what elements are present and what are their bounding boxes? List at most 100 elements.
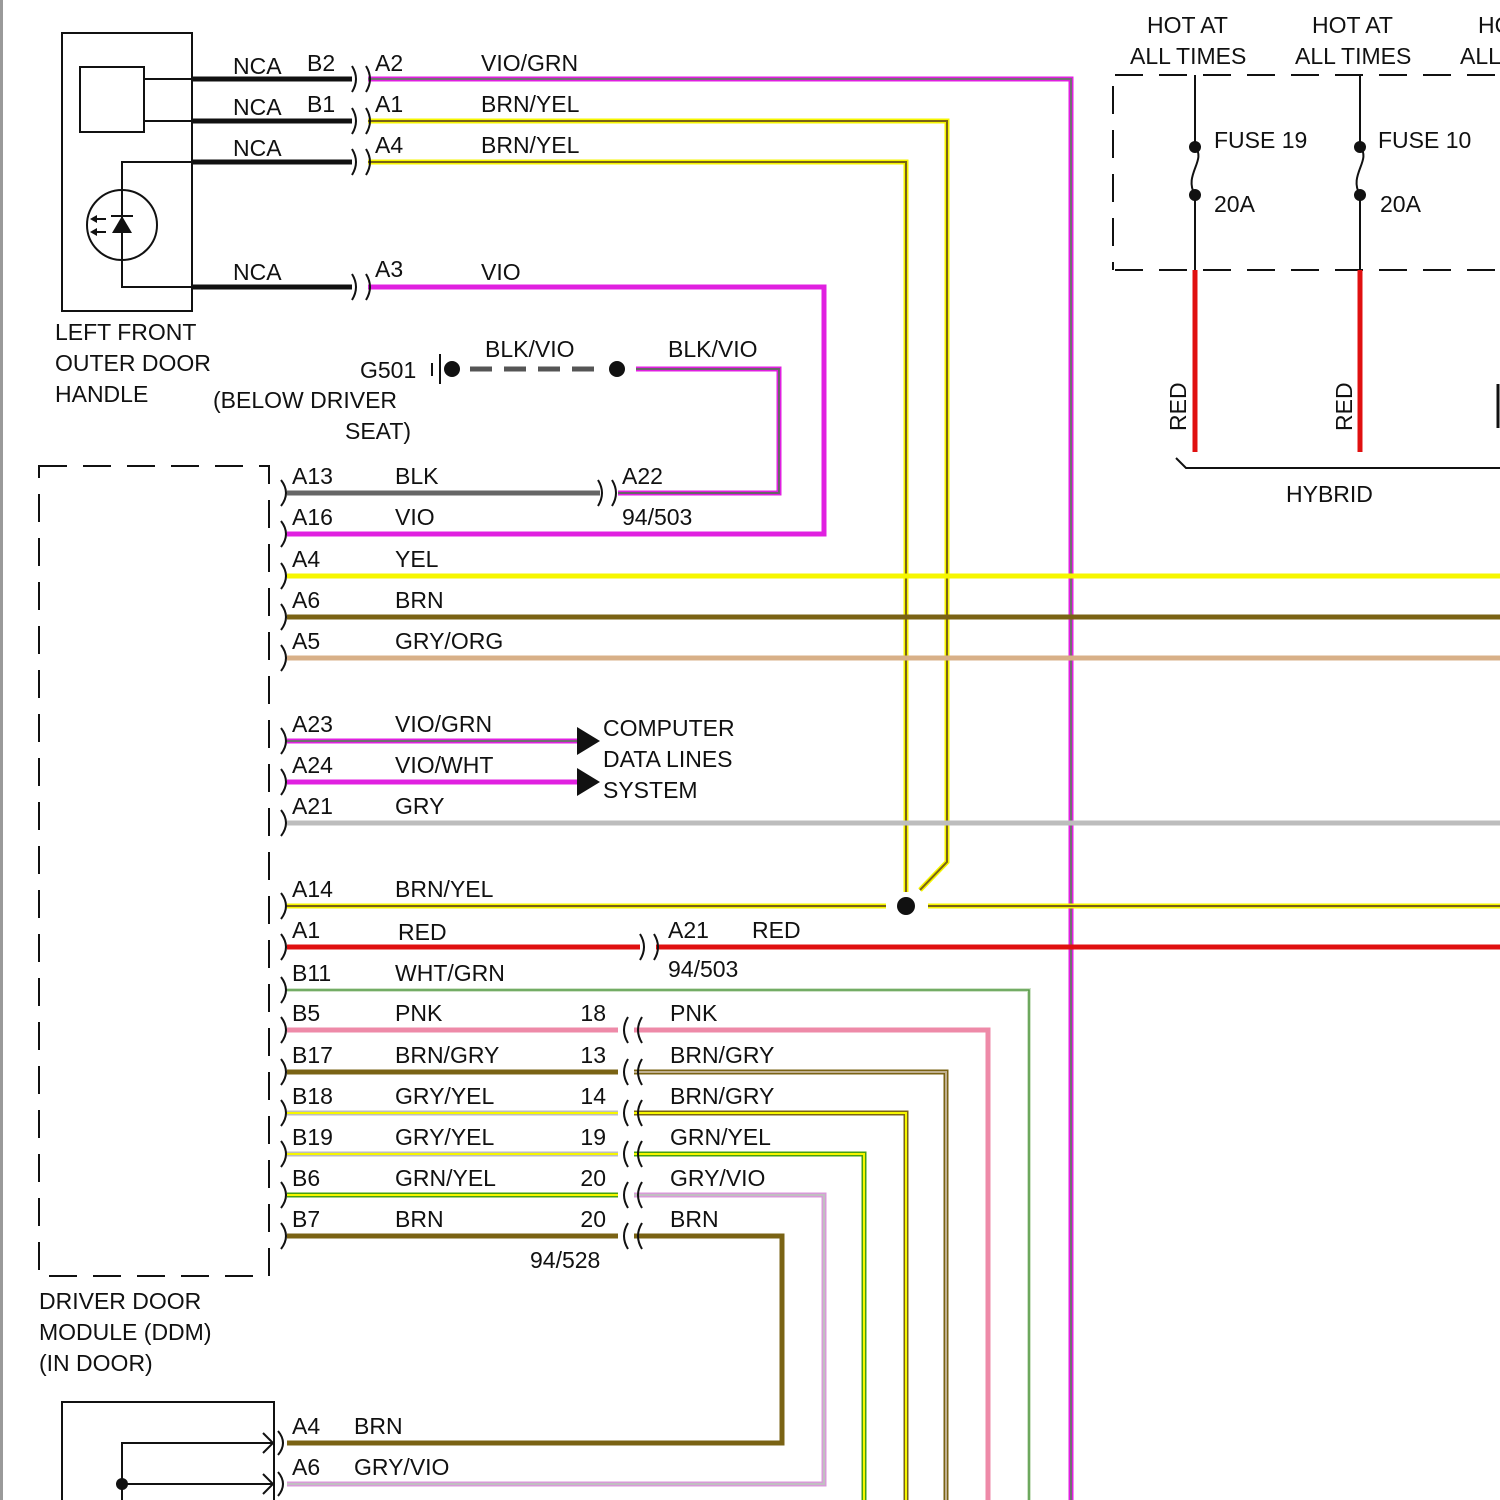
ddm-pin-color: GRY/ORG <box>395 628 503 654</box>
switch-element <box>80 67 144 132</box>
connector-pin-a21: A21 <box>668 917 709 943</box>
ground-wire-label: BLK/VIO <box>485 336 574 362</box>
ddm-pin-id: B11 <box>292 960 331 986</box>
ddm-pin-id: A1 <box>292 917 320 943</box>
ddm-pin-id: B5 <box>292 1000 320 1026</box>
ddm-pin-row: B5 PNK <box>281 1000 443 1043</box>
connector-wire-color: BRN/GRY <box>670 1083 774 1109</box>
ddm-pin-color: VIO/WHT <box>395 752 493 778</box>
wire-vio-grn <box>368 79 1071 1500</box>
door-handle-box <box>62 33 192 311</box>
feed-label: HOT AT <box>1147 12 1228 38</box>
data-lines-destination: COMPUTER DATA LINES SYSTEM <box>577 715 735 803</box>
ddm-pin-id: A14 <box>292 876 333 902</box>
data-lines-label-2: DATA LINES <box>603 746 733 772</box>
fuse-box: HOT AT ALL TIMES FUSE 19 20A RED HOT AT … <box>1113 12 1500 507</box>
feed-label: HOT AT <box>1312 12 1393 38</box>
arrow-icon <box>577 768 600 796</box>
connector-terminal-icon <box>281 810 286 836</box>
wire-color-label: VIO/GRN <box>481 50 578 76</box>
connector-terminal-icon <box>352 66 370 92</box>
ground-id: G501 <box>360 357 416 383</box>
connector-id-94-503-lower: 94/503 <box>668 956 738 982</box>
ground-icon <box>432 354 460 384</box>
connector-pin-id: 14 <box>580 1083 606 1109</box>
connector-terminal-icon <box>281 769 286 795</box>
ddm-pin-row: B6GRN/YEL <box>281 1165 496 1208</box>
nca-label: NCA <box>233 259 282 285</box>
connector-id-94-503: 94/503 <box>622 504 692 530</box>
pin-label: A2 <box>375 50 403 76</box>
ddm-outline <box>39 466 269 1276</box>
fuse-rating: 20A <box>1214 191 1256 217</box>
connector-wire-color: GRY/VIO <box>670 1165 765 1191</box>
nca-label: NCA <box>233 135 282 161</box>
connector-terminal-icon <box>352 274 370 300</box>
connector-pin-id: 20 <box>580 1206 606 1232</box>
ddm-pin-color: BRN/YEL <box>395 876 494 902</box>
connector-terminal-icon <box>281 1223 286 1249</box>
ddm-pin-color: BLK <box>395 463 439 489</box>
ddm-pin-color: VIO/GRN <box>395 711 492 737</box>
connector-terminal-icon <box>352 149 370 175</box>
ddm-pin-id: B19 <box>292 1124 333 1150</box>
connector-wire-color: PNK <box>670 1000 718 1026</box>
wire-color-label: BRN/YEL <box>481 91 580 117</box>
ddm-pin-id: A24 <box>292 752 333 778</box>
connector-terminal-icon <box>281 1100 286 1126</box>
fuse-19: HOT AT ALL TIMES FUSE 19 20A RED <box>1130 12 1307 452</box>
ddm-pin-row: A21GRY <box>281 793 444 836</box>
connector-terminal-icon <box>281 893 286 919</box>
connector-terminal-icon <box>598 480 616 506</box>
ddm-pin-color: WHT/GRN <box>395 960 505 986</box>
wire-color-label: RED <box>1165 382 1191 431</box>
connector-wire-color: BRN/GRY <box>670 1042 774 1068</box>
connector-terminal-icon <box>281 1182 286 1208</box>
data-lines-label-1: COMPUTER <box>603 715 735 741</box>
ddm-pin-row: A13BLK <box>281 463 439 506</box>
pin-label: A4 <box>292 1413 320 1439</box>
feed-label: ALL <box>1460 43 1500 69</box>
connector-terminal-icon <box>640 934 658 960</box>
pin-label: A3 <box>375 256 403 282</box>
splice-dot <box>609 361 625 377</box>
ddm-pin-id: B18 <box>292 1083 333 1109</box>
feed-label: ALL TIMES <box>1130 43 1246 69</box>
nca-label: NCA <box>233 94 282 120</box>
connector-terminal-icon <box>281 480 286 506</box>
connector-pin-id: 19 <box>580 1124 606 1150</box>
wire-color-label: RED <box>1331 382 1357 431</box>
fuse-icon <box>1357 147 1364 195</box>
ddm-pin-id: A4 <box>292 546 320 572</box>
door-handle-title-2: OUTER DOOR <box>55 350 211 376</box>
connector-terminal-icon <box>281 934 286 960</box>
connector-terminal-icon <box>281 645 286 671</box>
pin-label: A6 <box>292 1454 320 1480</box>
ddm-component: DRIVER DOOR MODULE (DDM) (IN DOOR) A13BL… <box>39 463 505 1376</box>
arrow-icon <box>577 727 600 755</box>
connector-wire-color: BRN <box>670 1206 719 1232</box>
ddm-title-3: (IN DOOR) <box>39 1350 153 1376</box>
ddm-pin-color: BRN/GRY <box>395 1042 499 1068</box>
connector-terminal-icon <box>281 604 286 630</box>
ddm-pin-color: PNK <box>395 1000 443 1026</box>
feed-label: HO <box>1478 12 1500 38</box>
ddm-pin-row: A14 BRN/YEL <box>281 876 494 919</box>
ddm-pin-id: B6 <box>292 1165 320 1191</box>
ddm-title-1: DRIVER DOOR <box>39 1288 201 1314</box>
ddm-pin-id: A16 <box>292 504 333 530</box>
ddm-pin-color: GRY <box>395 793 444 819</box>
ddm-pin-row: B11 WHT/GRN <box>281 960 505 1003</box>
fuse-icon <box>1192 147 1199 195</box>
ddm-pin-color: RED <box>398 919 447 945</box>
wire-grn-yel <box>634 1154 864 1500</box>
nca-label: NCA <box>233 53 282 79</box>
ddm-pin-id: B7 <box>292 1206 320 1232</box>
connector-terminal-icon <box>281 977 286 1003</box>
